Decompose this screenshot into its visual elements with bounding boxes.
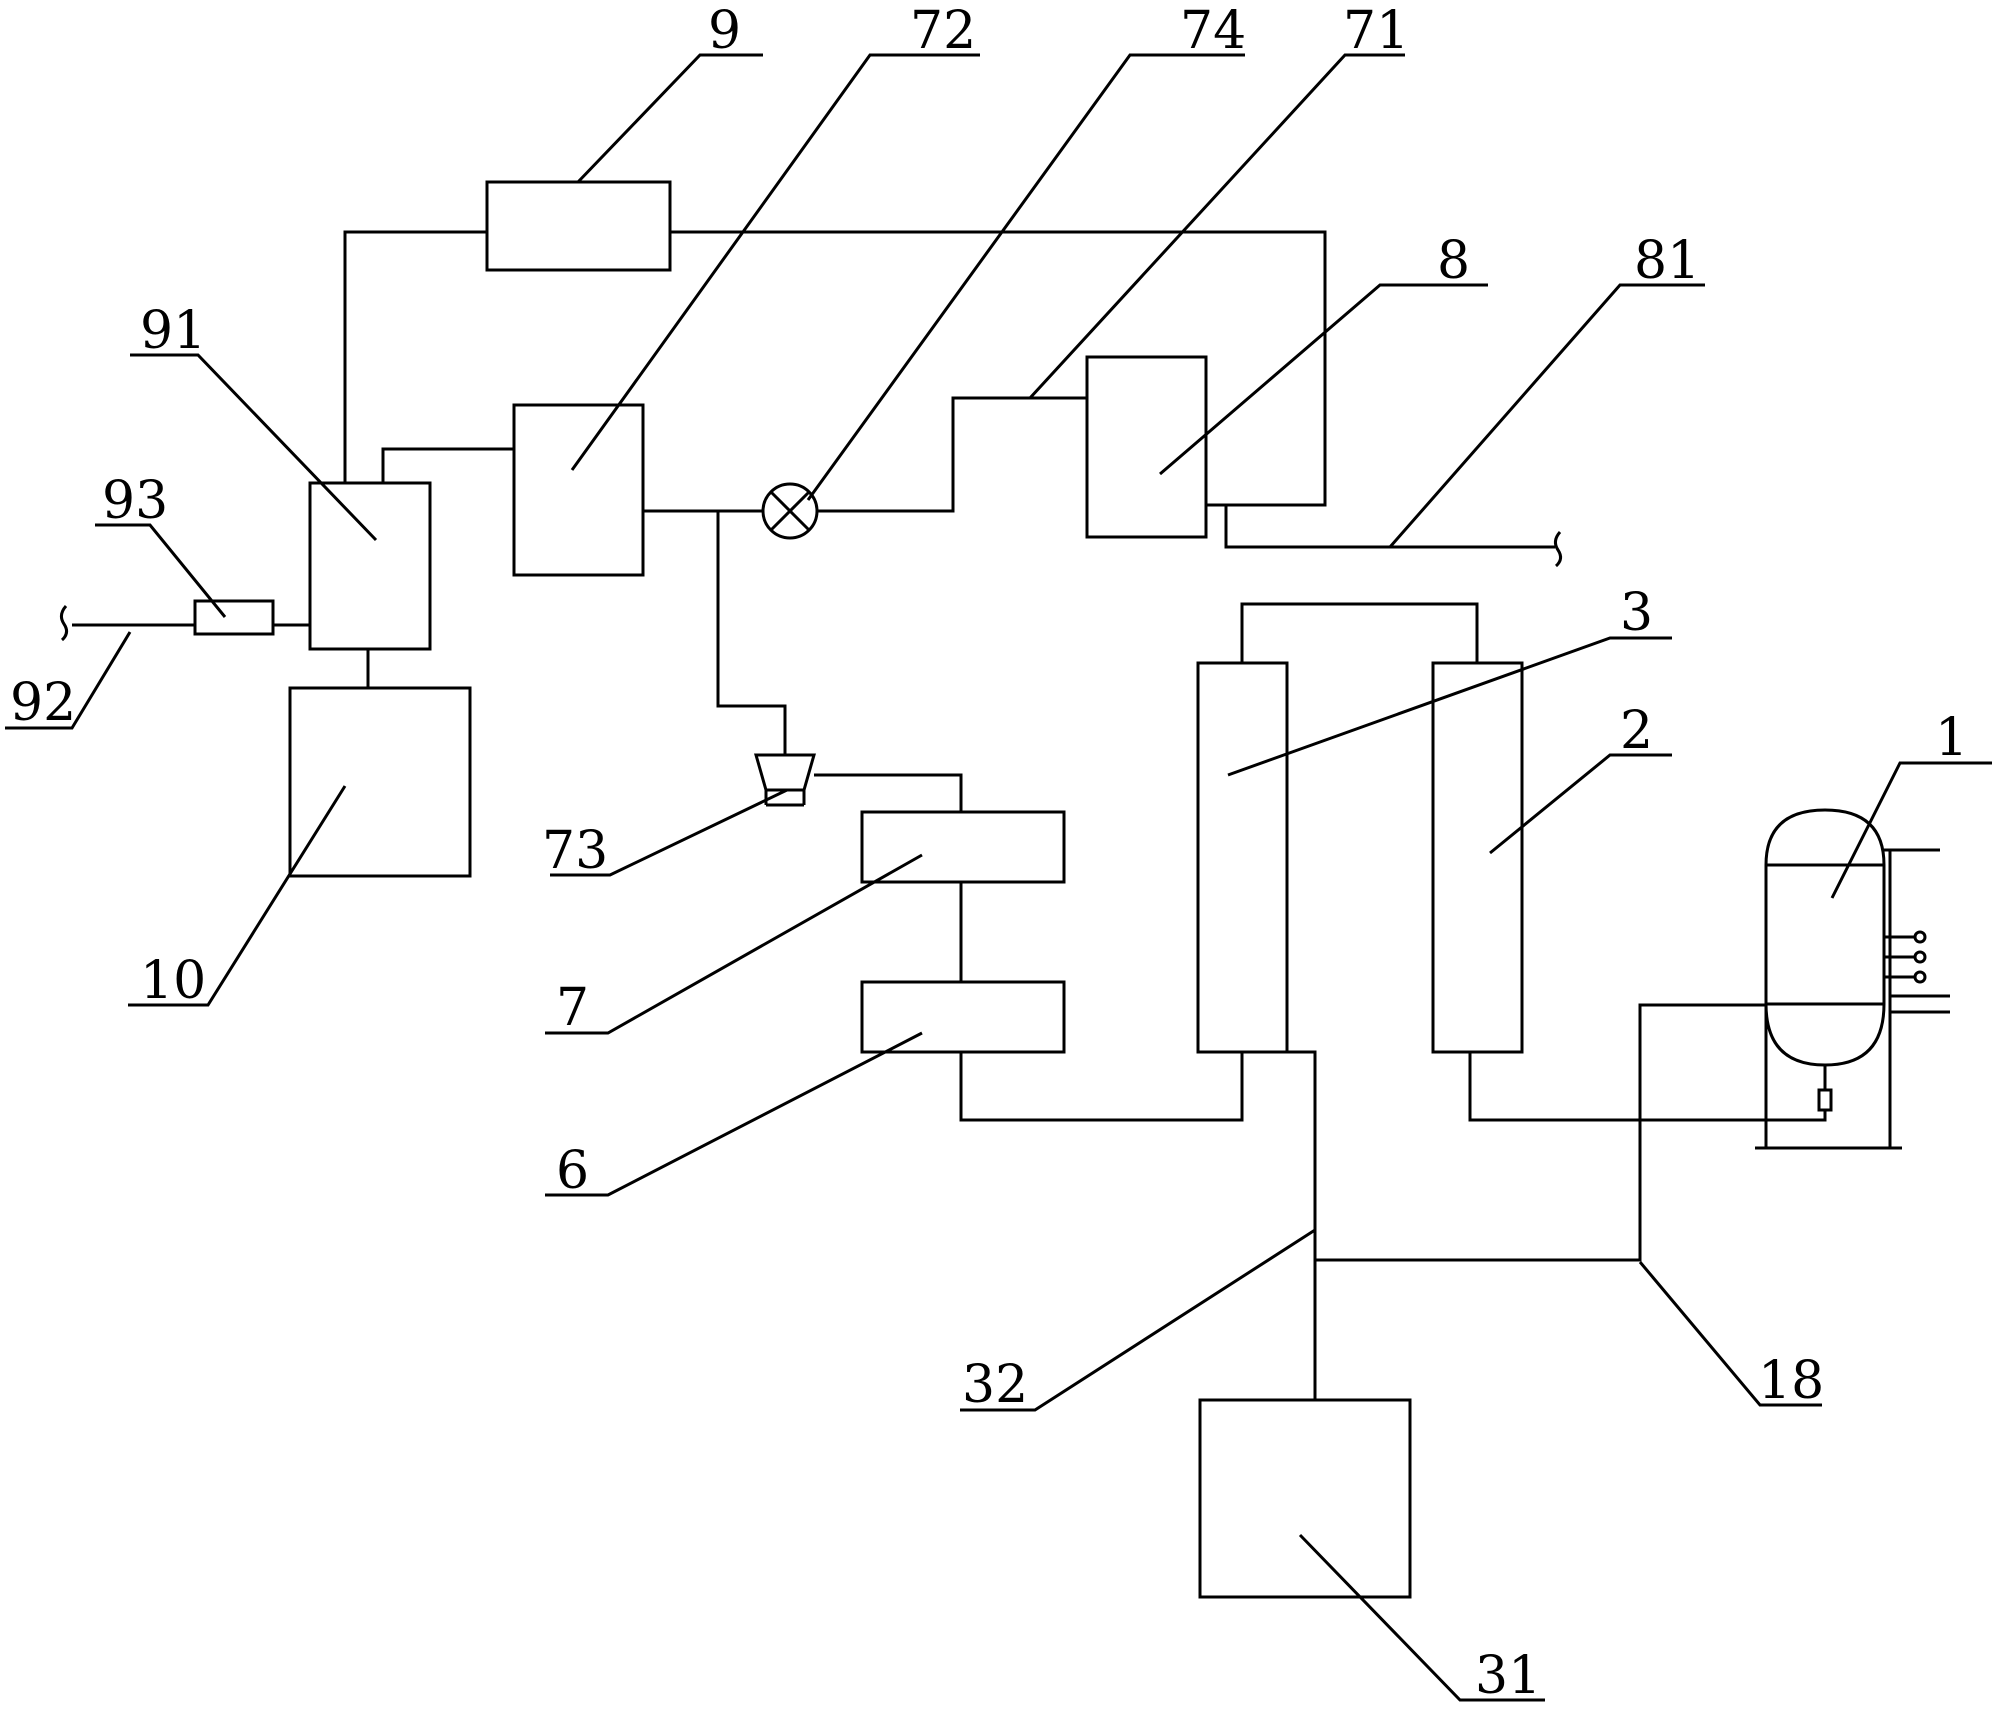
label-31: 31 <box>1475 1646 1541 1706</box>
component-93 <box>193 599 275 636</box>
labels: 9 72 74 71 8 81 91 93 92 10 73 7 6 3 2 1… <box>10 1 1968 1706</box>
label-81: 81 <box>1634 231 1700 291</box>
label-74: 74 <box>1180 1 1246 61</box>
label-9: 9 <box>708 1 741 61</box>
component-3 <box>1196 661 1289 1054</box>
label-3: 3 <box>1620 583 1653 643</box>
component-91 <box>308 481 432 651</box>
label-72: 72 <box>910 1 976 61</box>
label-91: 91 <box>140 301 206 361</box>
label-7: 7 <box>556 978 589 1038</box>
label-32: 32 <box>962 1355 1028 1415</box>
component-9 <box>485 180 672 272</box>
component-31 <box>1198 1398 1412 1599</box>
label-10: 10 <box>140 951 206 1011</box>
component-7 <box>860 810 1066 884</box>
label-6: 6 <box>556 1141 589 1201</box>
label-93: 93 <box>102 471 168 531</box>
label-73: 73 <box>542 821 608 881</box>
piping <box>59 230 1827 1400</box>
component-10 <box>288 686 472 878</box>
component-72 <box>512 403 645 577</box>
label-71: 71 <box>1343 1 1409 61</box>
label-1: 1 <box>1935 708 1968 768</box>
leader-lines <box>5 53 1992 1702</box>
label-2: 2 <box>1620 701 1653 761</box>
valve-74-icon <box>761 482 819 540</box>
label-18: 18 <box>1758 1351 1824 1411</box>
label-8: 8 <box>1437 231 1470 291</box>
component-2 <box>1431 661 1524 1054</box>
tank-1 <box>1755 808 1950 1150</box>
label-92: 92 <box>10 673 76 733</box>
nozzle-73-icon <box>754 753 816 807</box>
component-6 <box>860 980 1066 1054</box>
component-8 <box>1085 355 1208 539</box>
